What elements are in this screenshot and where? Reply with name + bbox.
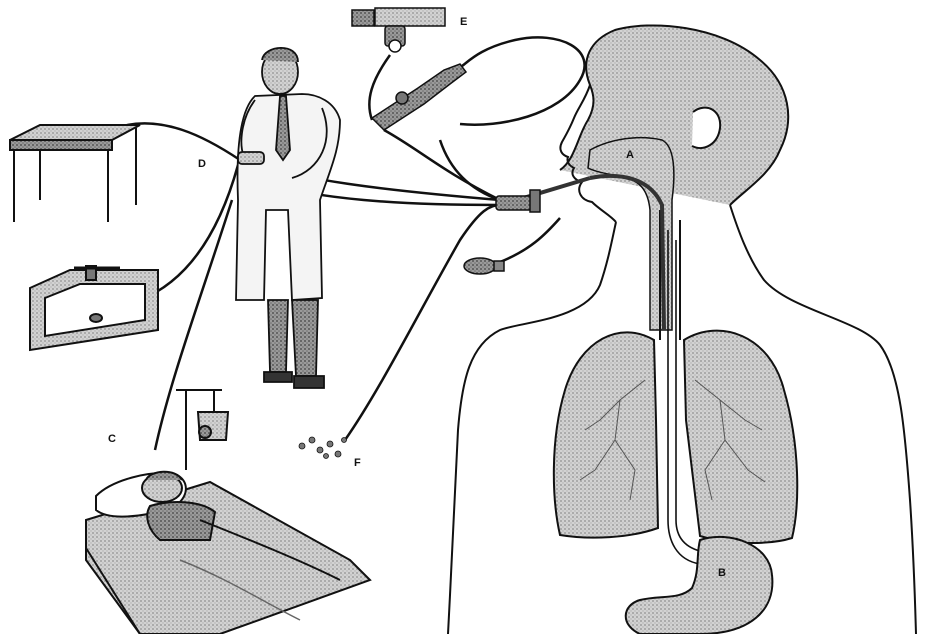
label-c: C (108, 433, 116, 445)
table-icon (10, 125, 140, 222)
balloon-syringe (464, 258, 504, 274)
endoscope-handpiece (372, 64, 466, 130)
left-lung (554, 332, 658, 537)
stomach (626, 537, 773, 634)
label-b: B (718, 567, 726, 579)
right-lung (684, 331, 797, 543)
light-source-icon (352, 8, 445, 52)
doctor-figure (236, 48, 340, 388)
label-e: E (460, 16, 467, 28)
sink-icon (30, 266, 158, 350)
iv-stand-icon (176, 390, 228, 470)
label-f: F (354, 457, 361, 469)
torso-cross-section (448, 25, 916, 634)
sample-pills (299, 437, 347, 459)
valve-connector (496, 190, 540, 212)
patient-in-bed (86, 472, 370, 634)
cables (110, 37, 590, 450)
label-d: D (198, 158, 206, 170)
label-a: A (626, 149, 634, 161)
